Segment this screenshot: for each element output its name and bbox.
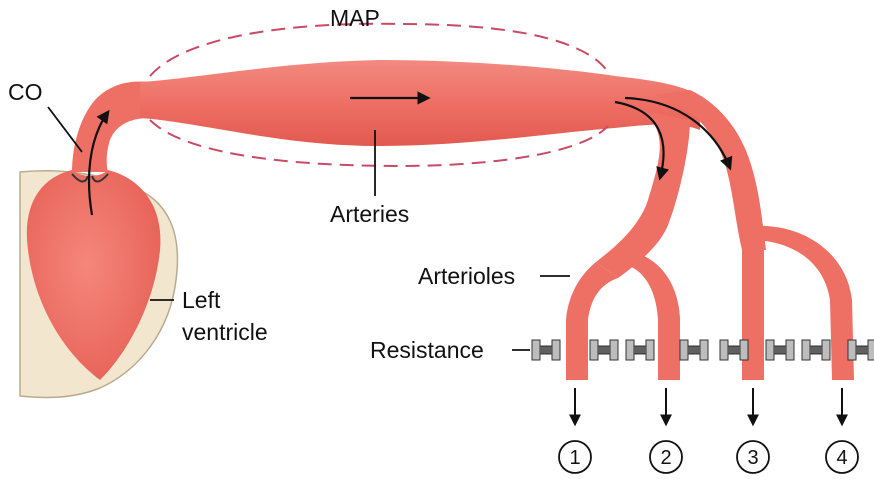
- resistance-clamp: [720, 340, 748, 360]
- outlet-1: 1: [559, 441, 591, 473]
- svg-text:3: 3: [747, 447, 758, 469]
- resistance-clamp: [532, 340, 560, 360]
- outlet-4: 4: [826, 441, 858, 473]
- resistance-clamp: [626, 340, 654, 360]
- left-ventricle-label-line1: Left: [182, 287, 221, 313]
- resistance-clamp: [848, 340, 874, 360]
- arteries-label: Arteries: [330, 201, 409, 227]
- aortic-root: [72, 82, 150, 172]
- outlet-arrows: [575, 388, 842, 424]
- left-ventricle-label-line2: ventricle: [182, 319, 268, 345]
- co-leader: [48, 107, 82, 152]
- resistance-label: Resistance: [370, 337, 484, 363]
- outlet-2: 2: [650, 441, 682, 473]
- svg-text:1: 1: [569, 447, 580, 469]
- arterioles-label: Arterioles: [418, 263, 515, 289]
- arterial-tree: [566, 90, 854, 380]
- map-label: MAP: [330, 5, 380, 31]
- svg-text:2: 2: [660, 447, 671, 469]
- outlet-3: 3: [737, 441, 769, 473]
- resistance-clamp: [766, 340, 794, 360]
- resistance-clamp: [680, 340, 708, 360]
- co-label: CO: [8, 79, 43, 105]
- resistance-clamp: [802, 340, 830, 360]
- svg-text:4: 4: [836, 447, 847, 469]
- resistance-clamp: [590, 340, 618, 360]
